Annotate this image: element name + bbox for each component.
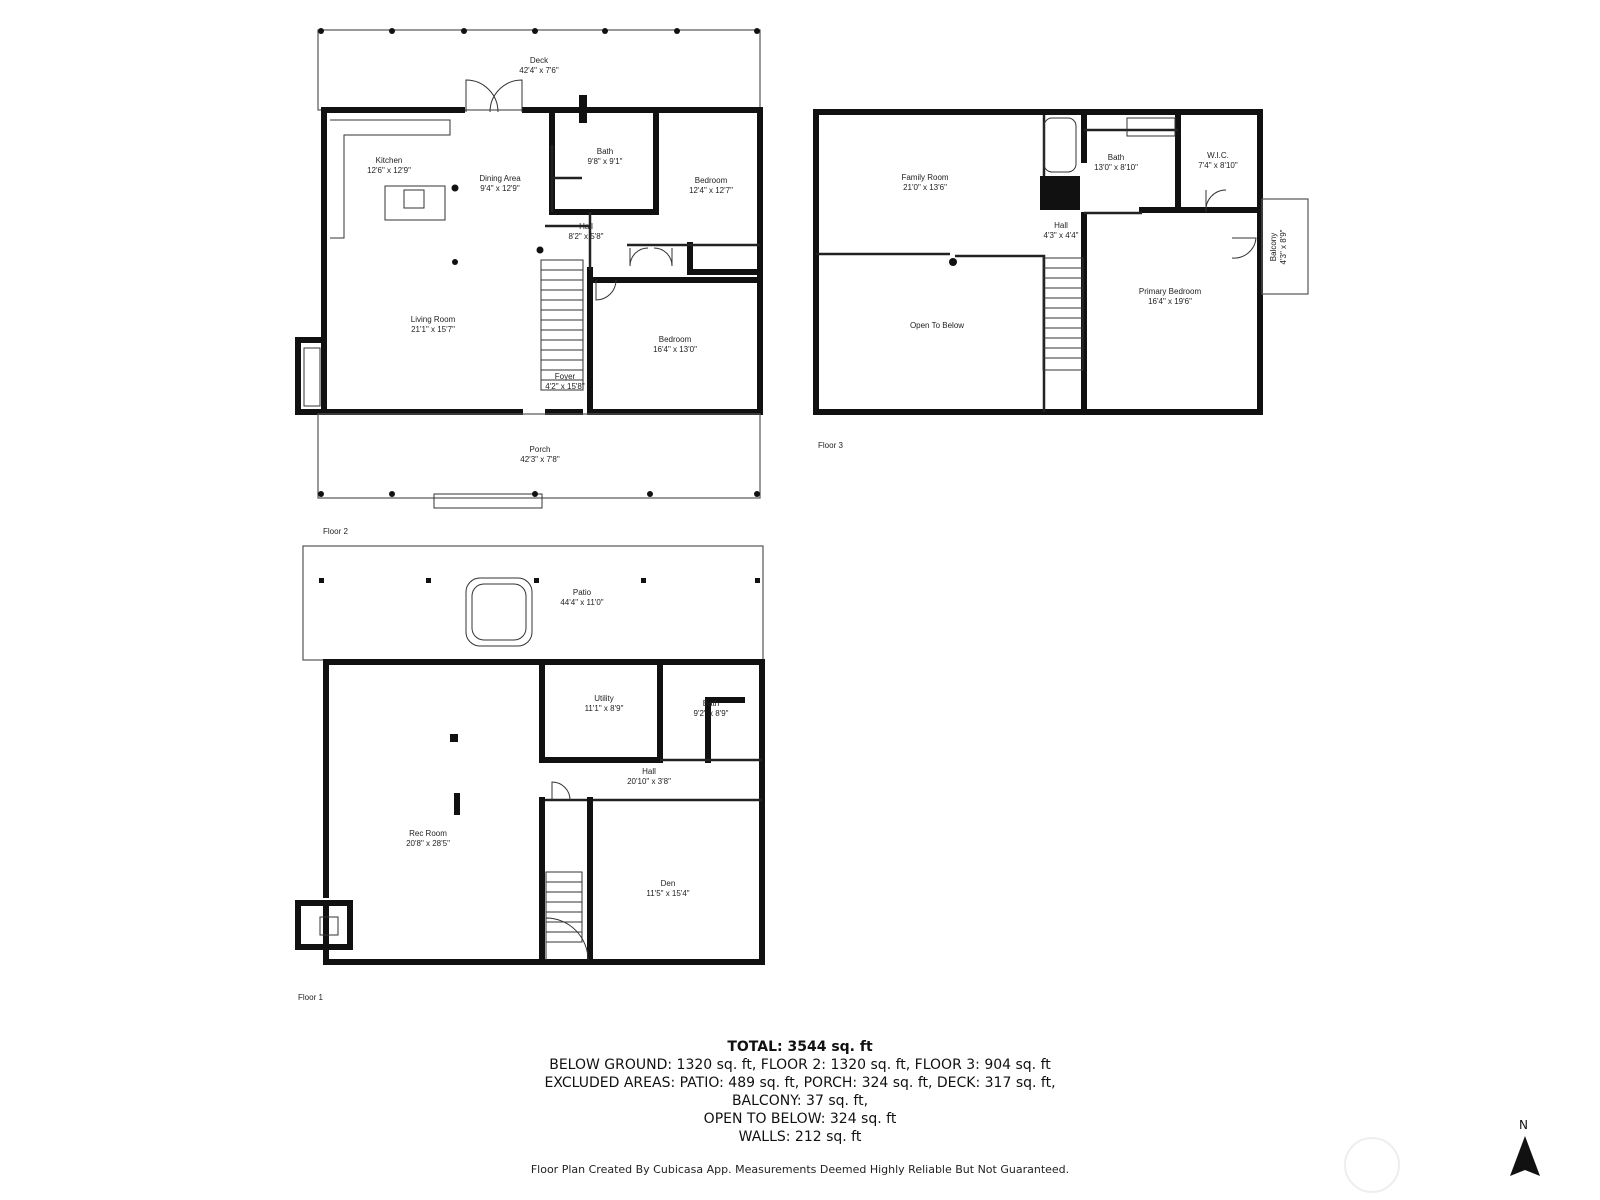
floor-label-3: Floor 3 [818,441,843,450]
room-dims-bath-floor1: 9'2" x 8'9" [694,709,729,718]
room-dims-balcony: 4'3" x 8'9" [1279,229,1288,264]
room-name-rec: Rec Room [409,829,447,838]
room-name-family: Family Room [901,173,948,182]
room-dims-utility: 11'1" x 8'9" [585,704,624,713]
area-summary: TOTAL: 3544 sq. ft BELOW GROUND: 1320 sq… [500,1038,1100,1146]
room-name-hall-floor2: Hall [579,222,593,231]
room-dims-primary-bedroom: 16'4" x 19'6" [1148,297,1192,306]
room-dims-foyer: 4'2" x 15'8" [545,382,585,391]
room-name-dining: Dining Area [479,174,521,183]
room-name-wic: W.I.C. [1207,151,1229,160]
porch-outline [317,413,761,499]
room-dims-family: 21'0" x 13'6" [903,183,947,192]
room-dims-bath-floor2: 9'8" x 9'1" [588,157,623,166]
balcony-outline [1261,198,1309,295]
room-dims-den: 11'5" x 15'4" [646,889,689,898]
floor-2-plan: Deck 42'4" x 7'6" Kitchen 12'6" x 12'9" … [295,28,763,536]
floor-label-2: Floor 2 [323,527,348,536]
floor-1-plan: Patio 44'4" x 11'0" Utility 11'1" x 8'9"… [295,545,765,1002]
room-dims-deck: 42'4" x 7'6" [519,66,559,75]
room-dims-bedroom-a: 12'4" x 12'7" [689,186,733,195]
room-name-hall-floor1: Hall [642,767,656,776]
room-name-den: Den [661,879,676,888]
room-name-bedroom-b: Bedroom [659,335,692,344]
patio-outline [302,545,764,661]
room-dims-hall-floor3: 4'3" x 4'4" [1044,231,1079,240]
room-dims-bath-floor3: 13'0" x 8'10" [1094,163,1138,172]
room-name-bath-floor1: Bath [703,699,719,708]
room-name-primary-bedroom: Primary Bedroom [1139,287,1202,296]
floor-3-plan: Family Room 21'0" x 13'6" Bath 13'0" x 8… [813,109,1309,450]
compass-north-label: N [1519,1118,1528,1132]
room-dims-rec: 20'8" x 28'5" [406,839,450,848]
room-name-deck: Deck [530,56,549,65]
room-name-living: Living Room [411,315,456,324]
room-dims-bedroom-b: 16'4" x 13'0" [653,345,697,354]
room-dims-dining: 9'4" x 12'9" [480,184,520,193]
room-name-bath-floor2: Bath [597,147,613,156]
room-dims-living: 21'1" x 15'7" [411,325,455,334]
room-name-porch: Porch [530,445,551,454]
room-dims-hall-floor2: 8'2" x 5'8" [569,232,604,241]
summary-line-balcony: BALCONY: 37 sq. ft, [731,1093,869,1109]
summary-line-excluded: EXCLUDED AREAS: PATIO: 489 sq. ft, PORCH… [544,1075,1056,1091]
watermark-logo [1344,1137,1400,1193]
room-name-foyer: Foyer [555,372,576,381]
fireplace-floor1 [295,900,353,950]
fireplace-floor2 [295,337,327,415]
summary-line-walls: WALLS: 212 sq. ft [738,1129,862,1145]
room-dims-wic: 7'4" x 8'10" [1198,161,1238,170]
north-arrow-icon: N [1505,1118,1545,1180]
room-name-hall-floor3: Hall [1054,221,1068,230]
room-name-bedroom-a: Bedroom [695,176,728,185]
summary-line-floors: BELOW GROUND: 1320 sq. ft, FLOOR 2: 1320… [549,1057,1051,1073]
room-name-kitchen: Kitchen [376,156,403,165]
total-area: TOTAL: 3544 sq. ft [727,1039,873,1055]
room-dims-porch: 42'3" x 7'8" [520,455,560,464]
room-name-open-to-below: Open To Below [910,321,964,330]
room-dims-patio: 44'4" x 11'0" [560,598,603,607]
disclaimer-credit: Floor Plan Created By Cubicasa App. Meas… [530,1163,1070,1176]
room-name-utility: Utility [594,694,614,703]
room-name-patio: Patio [573,588,592,597]
room-name-balcony: Balcony [1269,233,1278,261]
room-name-bath-floor3: Bath [1108,153,1124,162]
floor-label-1: Floor 1 [298,993,323,1002]
room-dims-kitchen: 12'6" x 12'9" [367,166,411,175]
room-dims-hall-floor1: 20'10" x 3'8" [627,777,671,786]
summary-line-open-below: OPEN TO BELOW: 324 sq. ft [703,1111,897,1127]
